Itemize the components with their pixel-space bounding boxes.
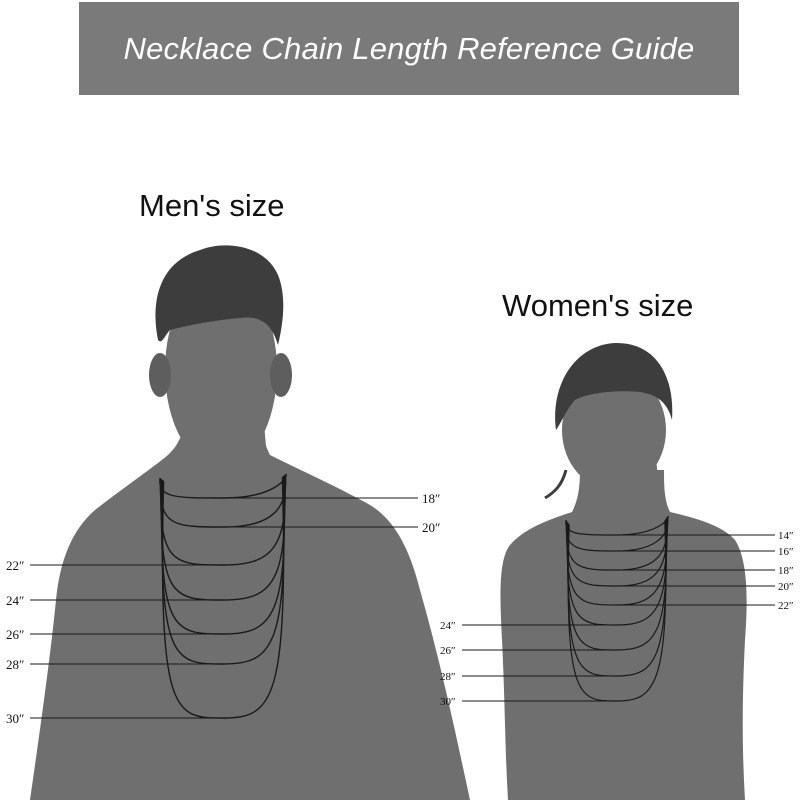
women-length-label: 30″: [440, 696, 456, 708]
guide-title: Necklace Chain Length Reference Guide: [123, 30, 695, 66]
title-banner: Necklace Chain Length Reference Guide: [79, 2, 739, 95]
men-length-label: 20″: [422, 520, 440, 535]
women-length-label: 28″: [440, 671, 456, 683]
man-right-ear: [270, 353, 292, 397]
woman-body: [500, 470, 747, 800]
women-length-label: 16″: [778, 546, 794, 558]
women-length-label: 26″: [440, 645, 456, 657]
women-size-title: Women's size: [502, 288, 694, 323]
women-length-label: 22″: [778, 600, 794, 612]
men-length-label: 28″: [6, 657, 24, 672]
man-left-ear: [149, 353, 171, 397]
women-length-label: 24″: [440, 620, 456, 632]
woman-hair-strand: [544, 469, 568, 500]
men-size-title: Men's size: [139, 188, 285, 223]
woman-head: [562, 370, 666, 490]
man-hair: [155, 245, 284, 345]
men-length-label: 22″: [6, 558, 24, 573]
men-length-label: 30″: [6, 711, 24, 726]
men-length-label: 24″: [6, 593, 24, 608]
women-length-label: 18″: [778, 565, 794, 577]
woman-hair: [555, 342, 673, 430]
men-length-label: 26″: [6, 627, 24, 642]
women-length-labels: 14″ 16″ 18″ 20″ 22″ 24″ 26″ 28″ 30″: [440, 530, 794, 708]
men-length-labels: 18″ 20″ 22″ 24″ 26″ 28″ 30″: [6, 491, 440, 726]
men-length-label: 18″: [422, 491, 440, 506]
women-length-label: 20″: [778, 581, 794, 593]
women-length-label: 14″: [778, 530, 794, 542]
man-silhouette: [30, 245, 470, 800]
woman-silhouette: [500, 342, 747, 800]
man-body: [30, 410, 470, 800]
